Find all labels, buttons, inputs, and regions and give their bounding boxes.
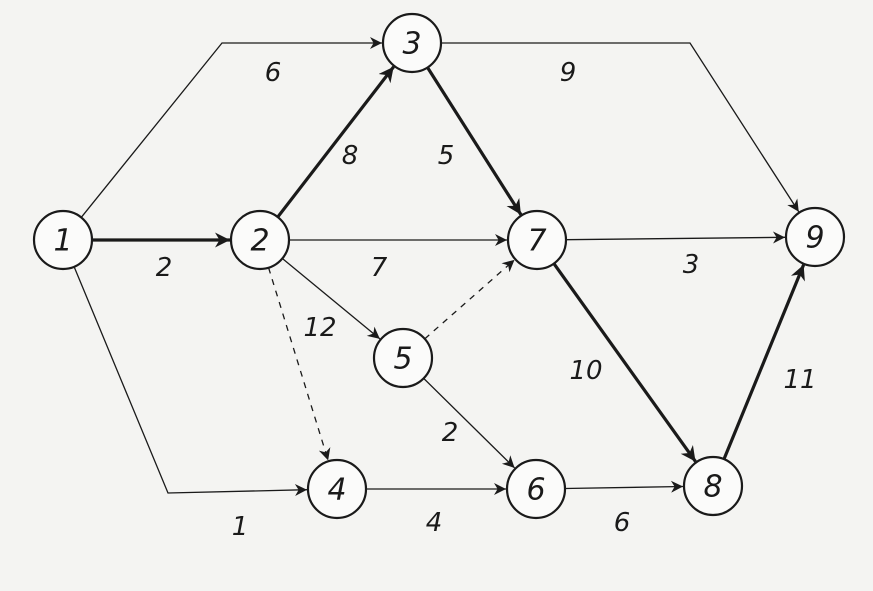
- node-label-5: 5: [393, 342, 412, 377]
- edge-1-3: [80, 37, 382, 218]
- edge-2-3: [276, 65, 395, 219]
- edge-8-9: [722, 264, 806, 460]
- edge-7-8: [552, 262, 697, 463]
- node-circle-2: [229, 209, 291, 271]
- edge-label-2-7: 7: [371, 253, 388, 283]
- node-6: 6: [505, 458, 567, 520]
- edge-3-7: [426, 66, 523, 216]
- node-label-6: 6: [526, 473, 545, 508]
- edge-2-5: [281, 257, 381, 340]
- node-circle-5: [372, 327, 434, 389]
- edge-label-4-6: 4: [426, 508, 443, 538]
- node-label-4: 4: [327, 473, 346, 508]
- node-circle-3: [381, 12, 443, 74]
- edge-1-4: [73, 266, 308, 496]
- edge-label-7-8: 10: [569, 356, 602, 386]
- edge-label-1-2: 2: [156, 253, 173, 283]
- node-1: 1: [32, 209, 94, 271]
- node-8: 8: [682, 455, 744, 517]
- node-2: 2: [229, 209, 291, 271]
- node-label-9: 9: [805, 221, 824, 256]
- edge-7-9: [565, 231, 786, 244]
- edge-labels-layer: 6 2 1 8 7 12 9 5 2 3 10 4 6 11: [156, 58, 817, 542]
- node-circle-1: [32, 209, 94, 271]
- node-5: 5: [372, 327, 434, 389]
- node-circle-4: [306, 458, 368, 520]
- edge-label-5-6: 2: [442, 418, 459, 448]
- edge-label-6-8: 6: [614, 508, 631, 538]
- edge-label-7-9: 3: [683, 250, 700, 280]
- edge-label-3-9: 9: [560, 58, 577, 88]
- node-circle-9: [784, 206, 846, 268]
- edge-label-8-9: 11: [783, 365, 816, 395]
- edge-label-1-4: 1: [232, 512, 249, 542]
- edge-2-4: [267, 267, 331, 461]
- edges-layer: [73, 37, 806, 496]
- node-7: 7: [506, 209, 568, 271]
- node-circle-6: [505, 458, 567, 520]
- node-circle-8: [682, 455, 744, 517]
- edge-label-3-7: 5: [438, 141, 455, 171]
- node-label-3: 3: [402, 27, 421, 62]
- node-label-2: 2: [250, 224, 269, 259]
- edge-6-8: [564, 480, 684, 493]
- node-circle-7: [506, 209, 568, 271]
- node-3: 3: [381, 12, 443, 74]
- node-4: 4: [306, 458, 368, 520]
- edge-3-9: [441, 42, 800, 213]
- edge-label-2-5: 12: [303, 313, 336, 343]
- node-label-1: 1: [53, 224, 72, 259]
- edge-5-6: [423, 377, 516, 469]
- node-label-7: 7: [527, 224, 546, 259]
- node-9: 9: [784, 206, 846, 268]
- edge-label-2-3: 8: [342, 141, 359, 171]
- edge-5-7: [424, 259, 515, 340]
- node-label-8: 8: [703, 470, 722, 505]
- edge-label-1-3: 6: [265, 58, 282, 88]
